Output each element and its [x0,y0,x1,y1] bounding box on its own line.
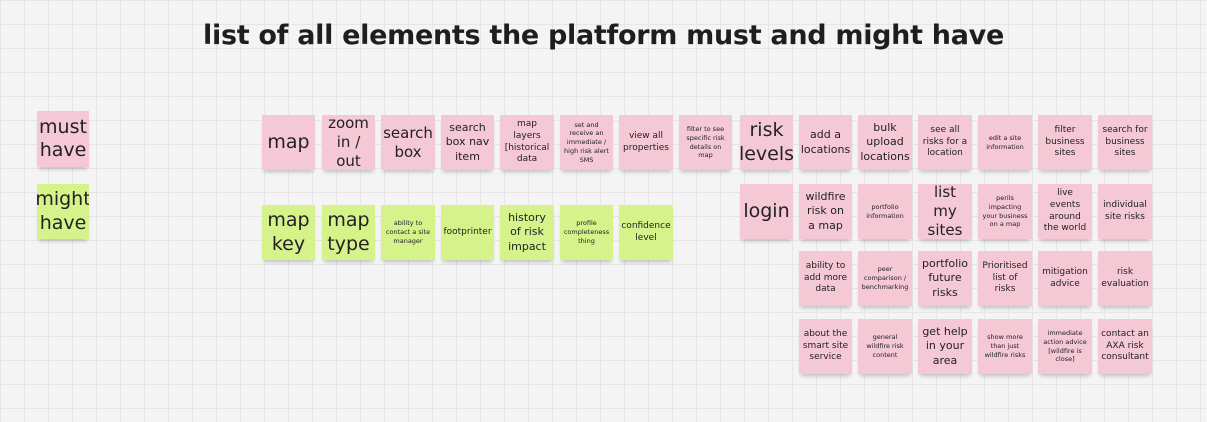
note-peer-comparison[interactable]: peer comparison / benchmarking [858,251,912,306]
note-individual-site-risks[interactable]: individual site risks [1098,184,1152,239]
note-history-of-risk-impact[interactable]: history of risk impact [500,205,554,260]
note-get-help[interactable]: get help in your area [918,319,972,374]
note-contact-site-manager[interactable]: ability to contact a site manager [381,205,435,260]
note-login[interactable]: login [740,184,793,239]
note-about-smart-site[interactable]: about the smart site service [799,319,852,374]
note-risk-evaluation[interactable]: risk evaluation [1098,251,1152,306]
note-list-my-sites[interactable]: list my sites [918,184,972,239]
note-profile-completeness[interactable]: profile completeness thing [560,205,613,260]
note-portfolio-future-risks[interactable]: portfolio future risks [918,251,972,306]
note-zoom-in-out[interactable]: zoom in / out [322,115,375,170]
note-alert-sms[interactable]: set and receive an immediate / high risk… [560,115,613,170]
note-immediate-action[interactable]: immediate action advice [wildfire is clo… [1038,319,1092,374]
note-mitigation-advice[interactable]: mitigation advice [1038,251,1092,306]
note-edit-site-info[interactable]: edit a site information [978,115,1032,170]
note-search-box[interactable]: search box [381,115,435,170]
note-portfolio-information[interactable]: portfolio information [858,184,912,239]
note-filter-risk-details[interactable]: filter to see specific risk details on m… [679,115,732,170]
legend-might-have-note[interactable]: might have [37,184,89,239]
note-confidence-level[interactable]: confidence level [619,205,673,260]
note-prioritised-list[interactable]: Prioritised list of risks [978,251,1032,306]
note-risk-levels[interactable]: risk levels [740,115,793,170]
note-contact-axa[interactable]: contact an AXA risk consultant [1098,319,1152,374]
note-see-all-risks[interactable]: see all risks for a location [918,115,972,170]
note-live-events[interactable]: live events around the world [1038,184,1092,239]
note-filter-business-sites[interactable]: filter business sites [1038,115,1092,170]
note-bulk-upload-locations[interactable]: bulk upload locations [858,115,912,170]
note-map[interactable]: map [262,115,315,170]
note-search-business-sites[interactable]: search for business sites [1098,115,1152,170]
legend-must-have-note[interactable]: must have [37,111,89,167]
note-perils-impacting[interactable]: perils impacting your business on a map [978,184,1032,239]
note-wildfire-risk-map[interactable]: wildfire risk on a map [799,184,852,239]
note-ability-add-data[interactable]: ability to add more data [799,251,852,306]
note-add-a-locations[interactable]: add a locations [799,115,852,170]
note-map-type[interactable]: map type [322,205,375,260]
note-show-more-risks[interactable]: show more than just wildfire risks [978,319,1032,374]
note-map-layers[interactable]: map layers [historical data [500,115,554,170]
note-footprinter[interactable]: footprinter [441,205,494,260]
note-general-wildfire[interactable]: general wildfire risk content [858,319,912,374]
note-search-box-nav-item[interactable]: search box nav item [441,115,494,170]
note-view-all-properties[interactable]: view all properties [619,115,673,170]
note-map-key[interactable]: map key [262,205,315,260]
board-title: list of all elements the platform must a… [203,20,1004,51]
